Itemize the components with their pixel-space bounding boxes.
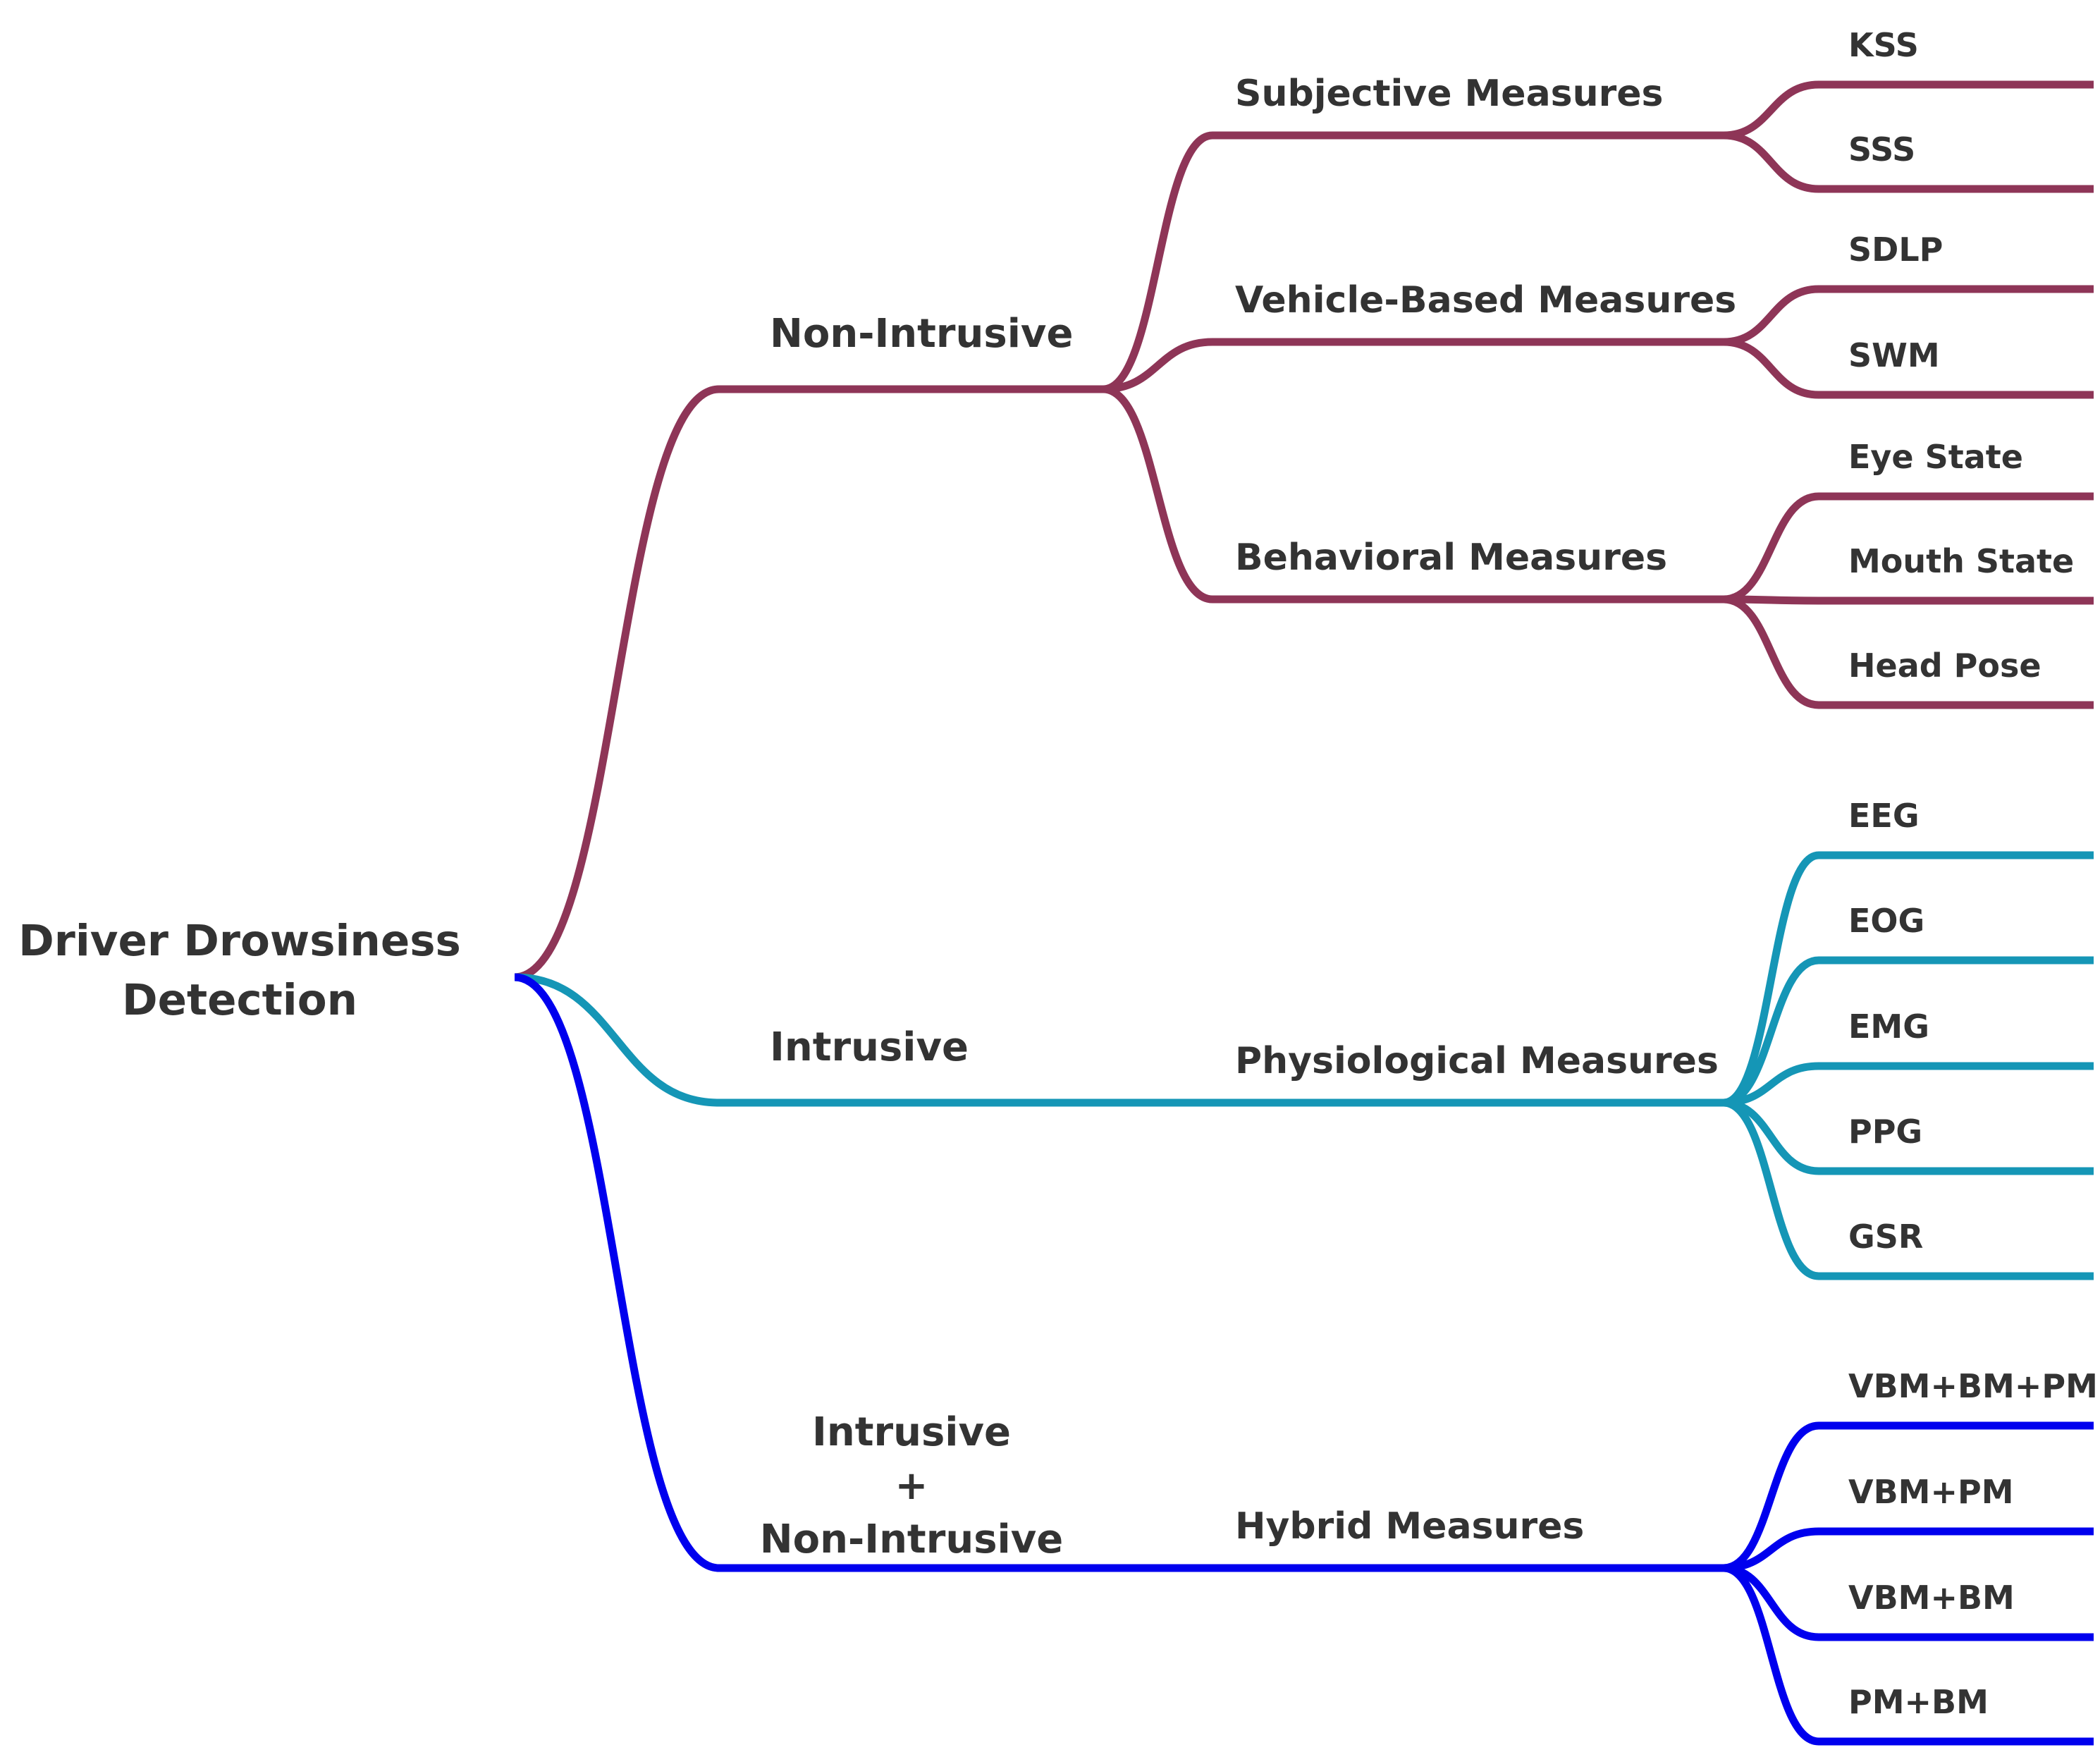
edge-subjective-measures-to-sss <box>1723 131 2094 193</box>
root-node-label-line: Driver Drowsiness <box>18 916 461 966</box>
edge-root-to-intrusive <box>514 973 1103 1107</box>
edge-non-intrusive-to-behavioral-measures <box>1103 385 1724 604</box>
category-label-subjective-measures: Subjective Measures <box>1235 73 1664 115</box>
leaf-label-eye-state: Eye State <box>1848 438 2023 476</box>
connector-lines <box>514 80 2094 1746</box>
leaf-label-emg: EMG <box>1848 1008 1929 1046</box>
edge-hybrid-measures-to-pm-bm <box>1723 1564 2094 1746</box>
edge-root-to-non-intrusive <box>514 385 1103 981</box>
edge-non-intrusive-to-vehicle-based-measures <box>1103 338 1724 393</box>
category-label-hybrid-measures: Hybrid Measures <box>1235 1505 1584 1548</box>
category-label-vehicle-based-measures: Vehicle-Based Measures <box>1235 279 1736 322</box>
edge-behavioral-measures-to-eye-state <box>1723 492 2094 604</box>
leaf-label-sdlp: SDLP <box>1848 231 1943 269</box>
root-node-label-line: Detection <box>122 975 357 1025</box>
leaf-label-vbm-pm: VBM+PM <box>1848 1473 2013 1511</box>
category-label-behavioral-measures: Behavioral Measures <box>1235 537 1667 579</box>
edge-physiological-measures-to-emg <box>1723 1062 2094 1107</box>
edge-behavioral-measures-to-head-pose <box>1723 595 2094 709</box>
branch-label-line: Non-Intrusive <box>770 311 1073 357</box>
category-label-physiological-measures: Physiological Measures <box>1235 1040 1719 1082</box>
leaf-label-swm: SWM <box>1848 336 1940 374</box>
leaf-label-kss: KSS <box>1848 26 1919 64</box>
leaf-label-sss: SSS <box>1848 130 1915 169</box>
edge-physiological-measures-to-gsr <box>1723 1098 2094 1280</box>
edge-hybrid-measures-to-vbm-bm-pm <box>1723 1421 2094 1572</box>
edge-non-intrusive-to-subjective-measures <box>1103 131 1724 393</box>
branch-label-line: + <box>895 1463 928 1509</box>
edge-subjective-measures-to-kss <box>1723 80 2094 140</box>
branch-label-line: Intrusive <box>770 1024 969 1070</box>
leaf-label-mouth-state: Mouth State <box>1848 542 2074 580</box>
leaf-label-ppg: PPG <box>1848 1113 1922 1151</box>
leaf-label-eog: EOG <box>1848 902 1924 940</box>
branch-label-line: Intrusive <box>812 1409 1011 1455</box>
edge-vehicle-based-measures-to-sdlp <box>1723 285 2094 346</box>
leaf-label-gsr: GSR <box>1848 1218 1923 1256</box>
branch-label-hybrid: Intrusive + Non-Intrusive <box>760 1409 1063 1562</box>
leaf-label-vbm-bm-pm: VBM+BM+PM <box>1848 1367 2098 1405</box>
leaf-label-vbm-bm: VBM+BM <box>1848 1579 2015 1617</box>
branch-label-line: Non-Intrusive <box>760 1517 1063 1562</box>
branch-label-intrusive: Intrusive <box>770 1024 969 1070</box>
leaf-label-eeg: EEG <box>1848 797 1920 835</box>
edge-behavioral-measures-to-mouth-state <box>1723 595 2094 605</box>
edge-vehicle-based-measures-to-swm <box>1723 338 2094 399</box>
leaf-label-pm-bm: PM+BM <box>1848 1683 1989 1721</box>
branch-label-non-intrusive: Non-Intrusive <box>770 311 1073 357</box>
edge-physiological-measures-to-eog <box>1723 956 2094 1107</box>
edge-hybrid-measures-to-vbm-pm <box>1723 1527 2094 1572</box>
edge-root-to-hybrid <box>514 973 1103 1572</box>
edge-physiological-measures-to-eeg <box>1722 851 2094 1107</box>
leaf-label-head-pose: Head Pose <box>1848 647 2041 685</box>
